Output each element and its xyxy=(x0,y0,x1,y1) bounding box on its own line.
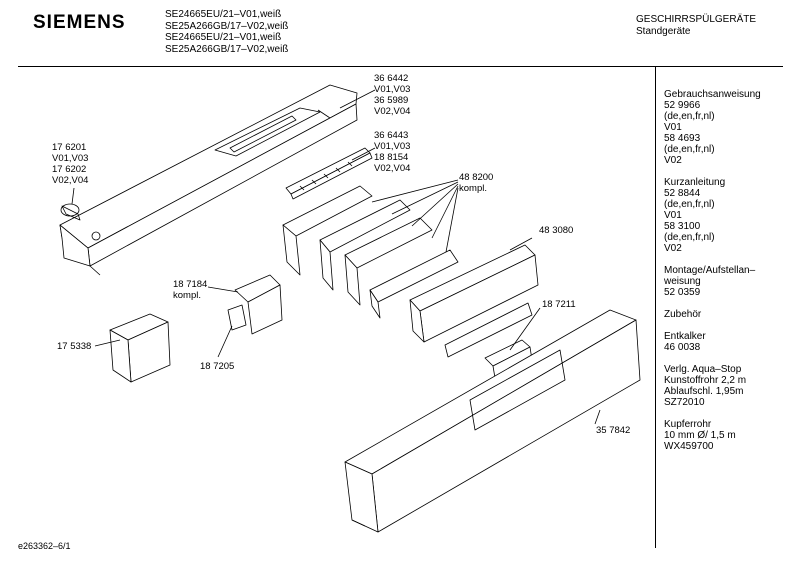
sidebar-line: Verlg. Aqua–Stop xyxy=(664,364,742,375)
electronic-modules xyxy=(282,185,459,319)
sidebar-block-copper-pipe: Kupferrohr 10 mm Ø/ 1,5 m WX459700 xyxy=(664,419,761,452)
sidebar-line: WX459700 xyxy=(664,441,714,452)
part-number: 18 7184 xyxy=(173,279,208,290)
sidebar-line: weisung xyxy=(664,276,701,287)
part-variant: V01,V03 xyxy=(52,153,89,164)
model-line: SE25A266GB/17–V02,weiß xyxy=(165,43,289,55)
sidebar-line: (de,en,fr,nl) xyxy=(664,199,715,210)
part-number: 17 6202 xyxy=(52,164,87,175)
sidebar-block-aquastop: Verlg. Aqua–Stop Kunstoffrohr 2,2 m Abla… xyxy=(664,364,761,408)
part-variant: V02,V04 xyxy=(374,163,411,174)
button-strip xyxy=(285,147,373,200)
sidebar-line: Ablaufschl. 1,95m xyxy=(664,386,744,397)
part-label-187211: 18 7211 xyxy=(542,299,576,310)
part-variant: V02,V04 xyxy=(52,175,89,186)
sidebar-line: SZ72010 xyxy=(664,397,705,408)
part-number: 48 3080 xyxy=(539,225,574,236)
category-title: GESCHIRRSPÜLGERÄTE xyxy=(636,14,757,25)
part-label-488200: 48 8200 kompl. xyxy=(459,172,493,194)
part-number: 18 7211 xyxy=(542,299,576,310)
sidebar-line: 58 3100 xyxy=(664,221,701,232)
part-number: 18 8154 xyxy=(374,152,409,163)
sidebar-line: Kupferrohr xyxy=(664,419,712,430)
sidebar-line: V02 xyxy=(664,155,682,166)
sidebar-line: 52 9966 xyxy=(664,100,701,111)
part-label-187205: 18 7205 xyxy=(200,361,234,372)
part-variant: V02,V04 xyxy=(374,106,411,117)
sidebar-block-quick-guide: Kurzanleitung 52 8844 (de,en,fr,nl) V01 … xyxy=(664,177,761,254)
part-label-366443: 36 6443 V01,V03 18 8154 V02,V04 xyxy=(374,130,410,174)
sidebar-line: 46 0038 xyxy=(664,342,701,353)
header-divider xyxy=(18,66,783,67)
door-switch xyxy=(227,274,283,335)
part-number: 17 6201 xyxy=(52,142,87,153)
sidebar-line: 52 0359 xyxy=(664,287,701,298)
sidebar-line: 58 4693 xyxy=(664,133,701,144)
brand-logo: SIEMENS xyxy=(33,12,126,33)
part-number: 18 7205 xyxy=(200,361,235,372)
control-panel-fascia xyxy=(59,84,358,276)
document-id: e263362–6/1 xyxy=(18,541,71,551)
part-label-357842: 35 7842 xyxy=(596,425,630,436)
part-number: 36 5989 xyxy=(374,95,409,106)
sidebar-line: (de,en,fr,nl) xyxy=(664,144,715,155)
part-number: 36 6442 xyxy=(374,73,409,84)
part-label-366442: 36 6442 V01,V03 36 5989 V02,V04 xyxy=(374,73,410,117)
sidebar-line: 52 8844 xyxy=(664,188,701,199)
model-line: SE25A266GB/17–V02,weiß xyxy=(165,20,289,32)
part-number: 48 8200 xyxy=(459,172,494,183)
part-variant: V01,V03 xyxy=(374,84,411,95)
part-variant: V01,V03 xyxy=(374,141,411,152)
sidebar-line: Montage/Aufstellan– xyxy=(664,265,756,276)
category-subtitle: Standgeräte xyxy=(636,26,691,37)
category-heading: GESCHIRRSPÜLGERÄTE Standgeräte xyxy=(636,14,756,38)
sidebar-line: V01 xyxy=(664,210,682,221)
leader-lines xyxy=(71,89,601,425)
sidebar-line: (de,en,fr,nl) xyxy=(664,111,715,122)
sidebar-line: Zubehör xyxy=(664,309,702,320)
part-number: 17 5338 xyxy=(57,341,92,352)
sidebar-line: V01 xyxy=(664,122,682,133)
relay-part xyxy=(109,313,171,383)
part-number: 36 6443 xyxy=(374,130,409,141)
model-line: SE24665EU/21–V01,weiß xyxy=(165,32,282,43)
part-label-483080: 48 3080 xyxy=(539,225,573,236)
sidebar-line: Gebrauchsanweisung xyxy=(664,89,761,100)
sidebar-block-descaler: Entkalker 46 0038 xyxy=(664,331,761,353)
sidebar-block-accessories: Zubehör xyxy=(664,309,761,320)
part-variant: kompl. xyxy=(459,183,487,194)
part-label-175338: 17 5338 xyxy=(57,341,91,352)
sidebar-line: Kunstoffrohr 2,2 m xyxy=(664,375,747,386)
model-line: SE24665EU/21–V01,weiß xyxy=(165,9,282,20)
sidebar-block-installation: Montage/Aufstellan– weisung 52 0359 xyxy=(664,265,761,298)
part-number: 35 7842 xyxy=(596,425,631,436)
knob-part xyxy=(60,203,81,221)
part-label-187184: 18 7184 kompl. xyxy=(173,279,207,301)
part-variant: kompl. xyxy=(173,290,201,301)
sidebar-line: Entkalker xyxy=(664,331,706,342)
accessory-sidebar: Gebrauchsanweisung 52 9966 (de,en,fr,nl)… xyxy=(664,89,761,463)
sidebar-block-manual: Gebrauchsanweisung 52 9966 (de,en,fr,nl)… xyxy=(664,89,761,166)
model-list: SE24665EU/21–V01,weiß SE25A266GB/17–V02,… xyxy=(165,9,288,55)
sidebar-line: 10 mm Ø/ 1,5 m xyxy=(664,430,736,441)
sidebar-line: Kurzanleitung xyxy=(664,177,726,188)
sidebar-line: V02 xyxy=(664,243,682,254)
part-label-176201: 17 6201 V01,V03 17 6202 V02,V04 xyxy=(52,142,88,186)
sidebar-line: (de,en,fr,nl) xyxy=(664,232,715,243)
sidebar-divider xyxy=(655,66,656,548)
control-housing-tray xyxy=(344,309,641,533)
module-holder xyxy=(409,244,539,358)
